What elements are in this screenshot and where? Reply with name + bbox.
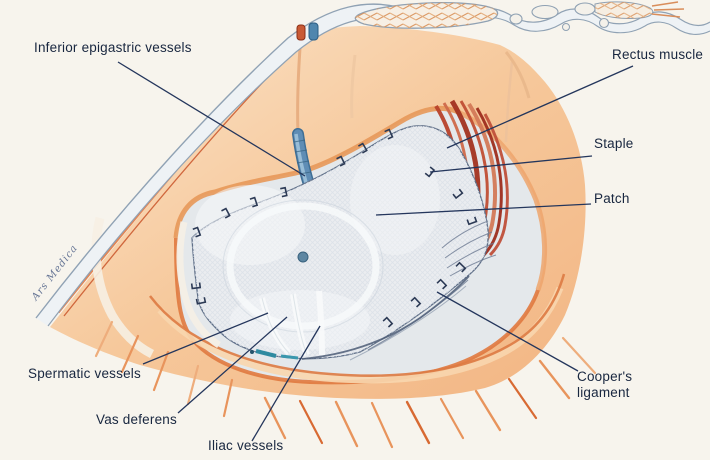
patch-highlight (350, 145, 440, 255)
label-staple: Staple (594, 136, 634, 151)
opening-right-rim (456, 109, 547, 291)
mound-crease (504, 51, 531, 99)
fat-lobule (562, 23, 570, 31)
leader-spermatic-vessels (142, 312, 269, 365)
bottom-band-line (149, 273, 566, 377)
leader-vas-deferens (177, 316, 288, 414)
iliopubic-tract-lines (349, 279, 469, 361)
leader-patch (375, 203, 592, 216)
label-spermatic-vessels: Spermatic vessels (28, 366, 141, 381)
bottom-band-highlight (157, 286, 564, 384)
fat-lobule (574, 2, 596, 16)
mesh-patch (191, 125, 497, 361)
lateral-crease (504, 61, 514, 143)
label-coopers-ligament: Cooper's ligament (577, 369, 633, 400)
label-patch: Patch (594, 191, 630, 206)
leader-iliac-vessels (251, 325, 321, 442)
label-vas-deferens: Vas deferens (96, 412, 177, 427)
fat-lobule (531, 4, 559, 20)
fat-radiating-strokes (651, 1, 685, 18)
leader-staple (429, 155, 593, 173)
leader-coopers-ligament (436, 291, 579, 372)
label-rectus-muscle: Rectus muscle (612, 47, 704, 62)
label-iliac-vessels: Iliac vessels (208, 438, 284, 453)
label-inferior-epigastric-vessels: Inferior epigastric vessels (34, 40, 192, 55)
fascia-fringe (94, 320, 597, 449)
fat-lens-cross-section (296, 1, 685, 41)
opening-bottom-rim (174, 237, 540, 385)
fat-lobule (509, 13, 523, 25)
coopers-ligament-fibers (441, 220, 497, 277)
epigastric-artery-stump (296, 24, 306, 41)
leader-rectus-muscle (446, 65, 634, 149)
fat-lobule (598, 17, 610, 29)
epigastric-crease (296, 47, 302, 135)
internal-ring-dot (297, 251, 309, 263)
iliac-vessels-under-edge (250, 349, 299, 360)
epigastric-vein-stump (308, 22, 319, 41)
peritoneal-bulge (226, 202, 380, 330)
leader-inferior-epigastric-vessels (117, 61, 306, 177)
leader-lines (117, 61, 634, 442)
wall-crease (350, 54, 357, 119)
